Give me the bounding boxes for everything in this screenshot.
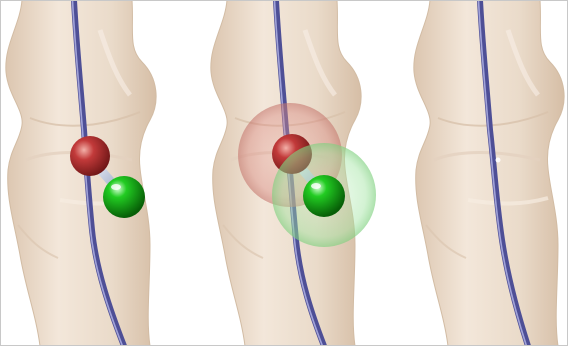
green-sphere-marker bbox=[103, 176, 145, 218]
specular-glint bbox=[496, 158, 501, 163]
red-sphere-marker bbox=[70, 136, 110, 176]
panel-left bbox=[6, 0, 156, 346]
panel-right bbox=[414, 0, 564, 346]
bone-silhouette bbox=[414, 0, 564, 346]
green-sphere-marker bbox=[303, 175, 345, 217]
